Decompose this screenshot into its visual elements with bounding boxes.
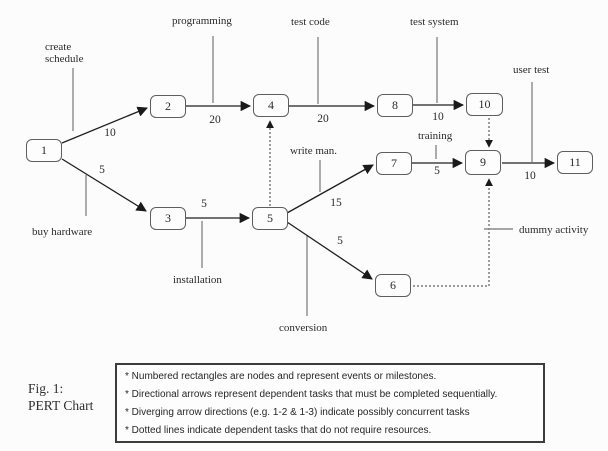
pert-node-11: 11 xyxy=(557,151,593,174)
edge-weight-5-6: 5 xyxy=(337,235,343,247)
pert-node-4: 4 xyxy=(253,94,289,117)
pert-node-3: 3 xyxy=(150,207,186,230)
edge-weight-1-2: 10 xyxy=(104,127,116,139)
edge-weight-2-4: 20 xyxy=(209,114,221,126)
legend-box: * Numbered rectangles are nodes and repr… xyxy=(115,363,545,443)
edge-weight-3-5: 5 xyxy=(201,198,207,210)
edge-1-2 xyxy=(61,106,148,144)
edge-weight-7-9: 5 xyxy=(434,165,440,177)
edge-weight-4-8: 20 xyxy=(317,113,329,125)
task-label-write-man: write man. xyxy=(290,145,338,157)
task-label-user-test: user test xyxy=(513,64,550,76)
pert-node-5: 5 xyxy=(252,207,288,230)
pert-node-6: 6 xyxy=(375,274,411,297)
figure-caption-line1: Fig. 1: xyxy=(28,381,64,396)
task-label-create-schedule: create schedule xyxy=(45,41,84,65)
task-label-dummy-activity: dummy activity xyxy=(519,224,589,236)
legend-item-diverging: * Diverging arrow directions (e.g. 1-2 &… xyxy=(125,407,470,418)
pert-node-8: 8 xyxy=(377,94,413,117)
legend-item-nodes: * Numbered rectangles are nodes and repr… xyxy=(125,371,437,382)
pert-node-7: 7 xyxy=(376,152,412,175)
edge-5-7 xyxy=(286,164,374,214)
task-label-conversion: conversion xyxy=(279,322,328,334)
task-label-test-code: test code xyxy=(291,16,330,28)
task-label-installation: installation xyxy=(173,274,222,286)
legend-item-dotted: * Dotted lines indicate dependent tasks … xyxy=(125,425,432,436)
edge-weight-1-3: 5 xyxy=(99,164,105,176)
task-label-buy-hardware: buy hardware xyxy=(32,226,93,238)
edge-1-3 xyxy=(61,158,147,212)
pert-node-2: 2 xyxy=(150,95,186,118)
edge-5-6 xyxy=(286,221,373,280)
pert-node-9: 9 xyxy=(465,150,501,175)
task-label-programming: programming xyxy=(172,15,232,27)
figure-caption-line2: PERT Chart xyxy=(28,398,94,413)
task-label-test-system: test system xyxy=(410,16,459,28)
edge-weight-8-10: 10 xyxy=(432,111,444,123)
figure-caption: Fig. 1: PERT Chart xyxy=(28,380,93,414)
edge-weight-9-11: 10 xyxy=(524,170,536,182)
task-label-training: training xyxy=(418,130,453,142)
pert-node-10: 10 xyxy=(466,93,503,116)
edge-weight-5-7: 15 xyxy=(330,197,342,209)
pert-node-1: 1 xyxy=(26,139,62,162)
edge-6-9-dotted xyxy=(413,178,493,287)
legend-item-arrows: * Directional arrows represent dependent… xyxy=(125,389,498,400)
